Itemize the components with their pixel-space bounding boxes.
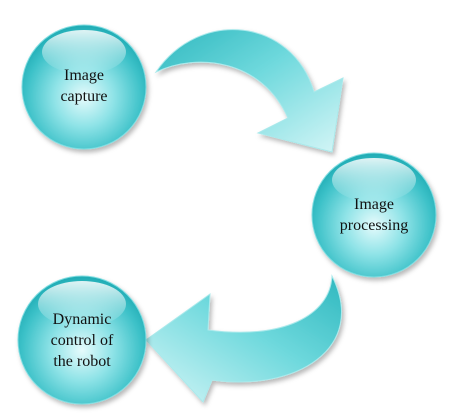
arrow-capture-to-processing bbox=[154, 29, 344, 153]
node-image-capture bbox=[21, 24, 147, 150]
arrow-processing-to-control bbox=[145, 274, 342, 403]
node-image-processing bbox=[311, 152, 437, 278]
node-dynamic-control bbox=[17, 275, 147, 405]
